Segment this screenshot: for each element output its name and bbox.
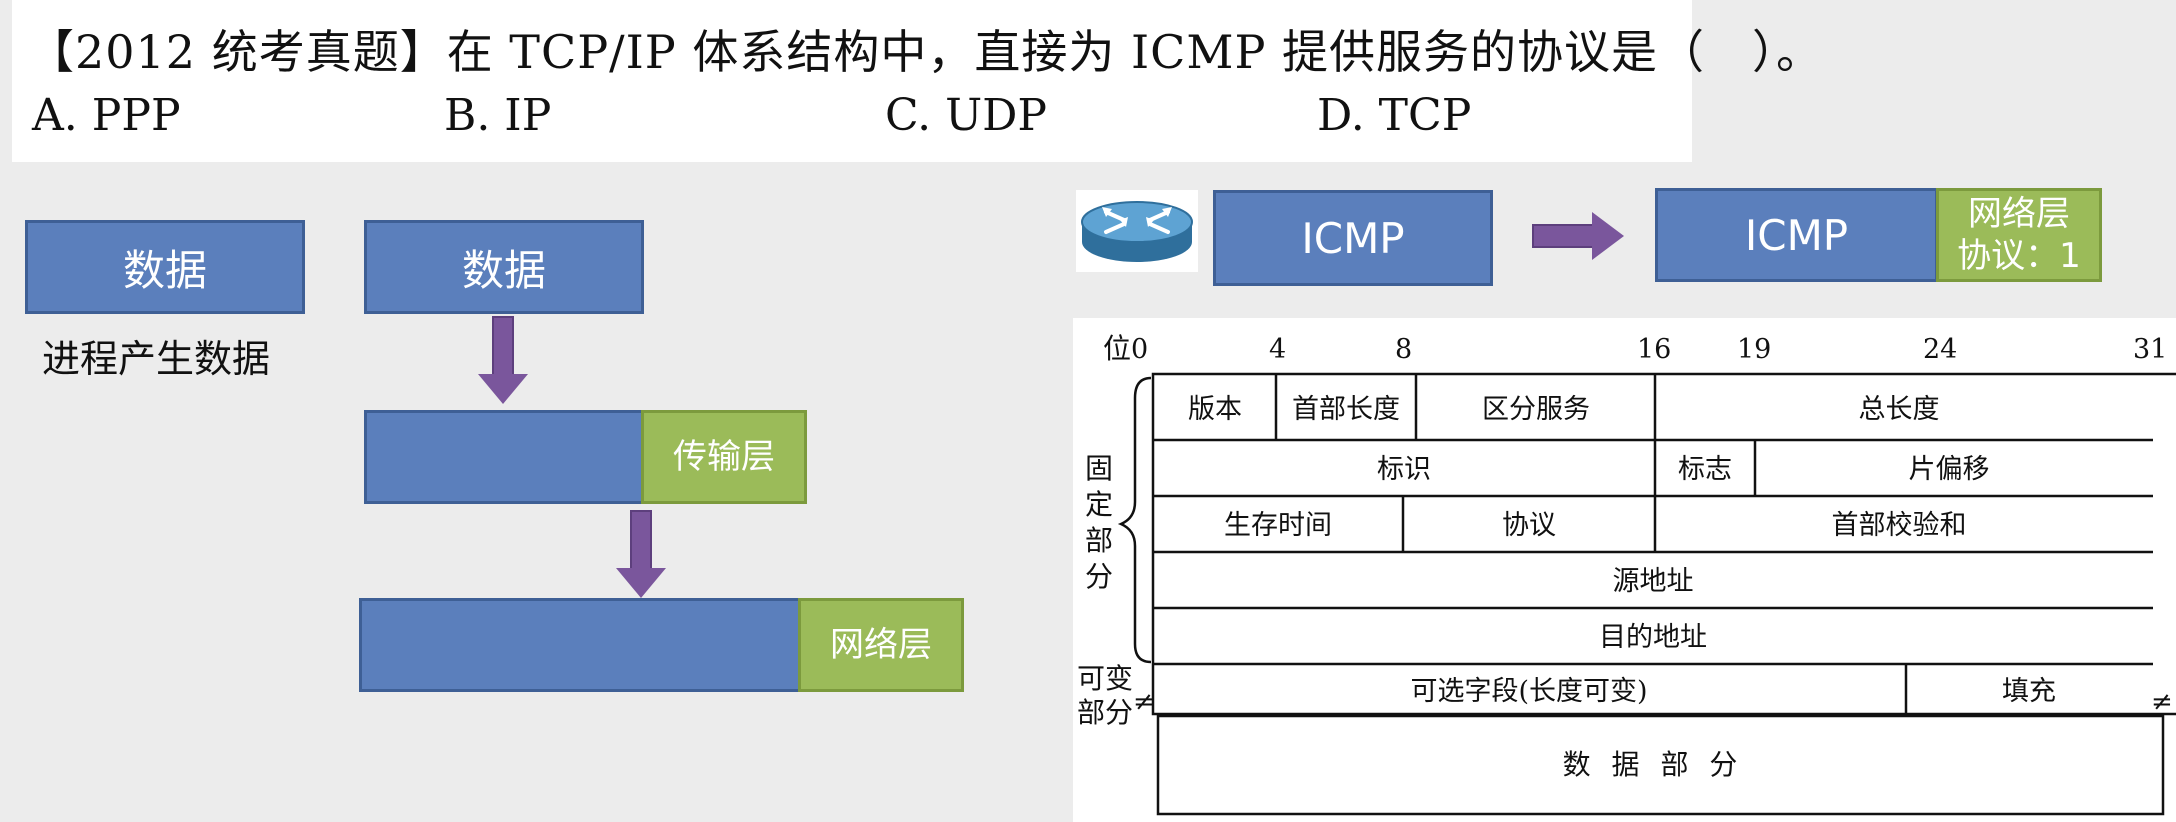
transport-data-box <box>364 410 644 504</box>
variable-part-line-1: 可变 <box>1077 662 1133 695</box>
option-c: C. UDP <box>885 90 1048 141</box>
field-total-length: 总长度 <box>1859 394 1940 425</box>
ip-header-grid <box>1151 372 2176 816</box>
option-d: D. TCP <box>1317 90 1472 141</box>
field-destination-address: 目的地址 <box>1599 622 1707 653</box>
field-protocol: 协议 <box>1502 510 1556 541</box>
svg-text:≠: ≠ <box>1133 687 1155 717</box>
fixed-part-brace <box>1117 376 1152 664</box>
bit-31: 31 <box>2133 334 2167 365</box>
data-box-2: 数据 <box>364 220 644 314</box>
field-flags: 标志 <box>1678 454 1732 485</box>
data-part-label: 数 据 部 分 <box>1563 748 1744 781</box>
process-caption: 进程产生数据 <box>42 337 271 381</box>
field-source-address: 源地址 <box>1613 566 1694 597</box>
network-protocol-header: 网络层 协议：1 <box>1936 188 2102 282</box>
network-header: 网络层 <box>798 598 964 692</box>
question-text: 【2012 统考真题】在 TCP/IP 体系结构中，直接为 ICMP 提供服务的… <box>28 25 1824 79</box>
icmp-encapsulated-box: ICMP <box>1655 188 1938 282</box>
bit-label: 位 <box>1103 332 1131 365</box>
field-ttl: 生存时间 <box>1224 510 1332 541</box>
fixed-part-char-2: 定 <box>1085 488 1113 521</box>
field-identification: 标识 <box>1377 454 1431 485</box>
variable-part-line-2: 部分 <box>1077 696 1133 729</box>
field-diff-services: 区分服务 <box>1482 394 1590 425</box>
field-header-checksum: 首部校验和 <box>1832 510 1967 541</box>
router-icon <box>1076 190 1198 272</box>
fixed-part-char-4: 分 <box>1085 560 1113 593</box>
field-padding: 填充 <box>2002 676 2056 707</box>
bit-24: 24 <box>1923 334 1957 365</box>
option-a: A. PPP <box>32 90 181 141</box>
bit-16: 16 <box>1637 334 1671 365</box>
question-panel: 【2012 统考真题】在 TCP/IP 体系结构中，直接为 ICMP 提供服务的… <box>12 0 1822 162</box>
field-fragment-offset: 片偏移 <box>1909 454 1990 485</box>
data-box-1: 数据 <box>25 220 305 314</box>
field-options: 可选字段(长度可变) <box>1410 676 1647 707</box>
net-label-line2: 协议：1 <box>1957 236 2081 276</box>
field-version: 版本 <box>1188 394 1242 425</box>
fixed-part-char-3: 部 <box>1085 524 1113 557</box>
net-label-line1: 网络层 <box>1968 193 2070 234</box>
bit-8: 8 <box>1395 334 1412 365</box>
fixed-part-char-1: 固 <box>1085 452 1113 485</box>
option-b: B. IP <box>444 90 552 141</box>
field-header-length: 首部长度 <box>1292 394 1400 425</box>
bit-0: 0 <box>1131 334 1148 365</box>
icmp-box: ICMP <box>1213 190 1493 286</box>
bit-19: 19 <box>1737 334 1771 365</box>
ip-header-diagram: 位 0 4 8 16 19 24 31 ≠ ≠ 版本 首部长度 <box>1073 318 2176 822</box>
transport-header: 传输层 <box>641 410 807 504</box>
bit-4: 4 <box>1269 334 1286 365</box>
network-data-box <box>359 598 801 692</box>
svg-text:≠: ≠ <box>2151 687 2173 717</box>
